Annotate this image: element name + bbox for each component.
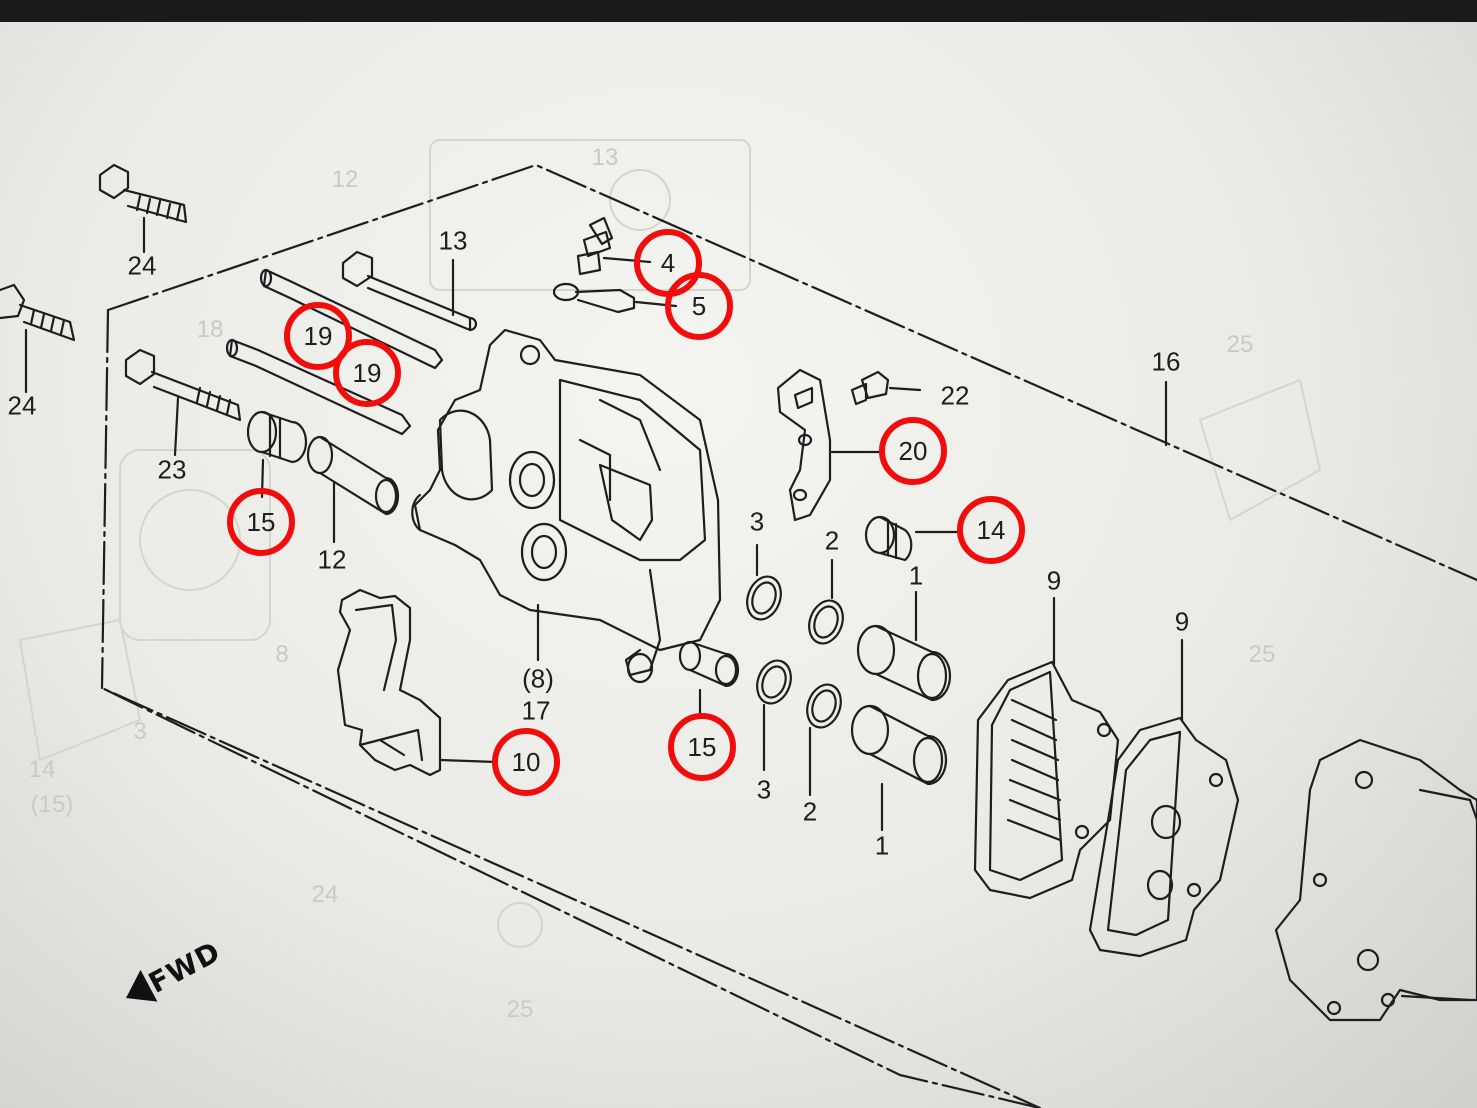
part-label-3-upper: 3 <box>749 506 765 537</box>
ghost-label: 8 <box>275 641 289 668</box>
part-label-2-lower: 2 <box>802 796 818 827</box>
bolt-23-icon <box>124 348 242 457</box>
highlighted-part-19-lower: 19 <box>333 339 401 407</box>
highlighted-part-15-center: 15 <box>668 713 736 781</box>
highlighted-part-10: 10 <box>492 728 560 796</box>
ghost-label: (15) <box>30 791 74 818</box>
ghost-label: 12 <box>331 166 359 193</box>
highlighted-part-19-upper: 19 <box>284 302 352 370</box>
part-label-16: 16 <box>1151 346 1181 377</box>
pin-19-lower-icon <box>225 338 412 436</box>
highlighted-part-20: 20 <box>879 417 947 485</box>
part-label-1-lower: 1 <box>874 830 890 861</box>
ghost-label: 13 <box>591 144 619 171</box>
assembly-boundary <box>100 163 1477 1108</box>
part-label-13: 13 <box>438 225 468 256</box>
ghost-label: 25 <box>1248 641 1276 668</box>
highlighted-part-5: 5 <box>665 272 733 340</box>
boot-15-center-icon <box>678 640 740 718</box>
caliper-bracket-icon <box>1274 738 1477 1022</box>
part-label-22: 22 <box>940 380 970 411</box>
ghost-label: 3 <box>133 718 147 745</box>
bolt-24-lower-icon <box>0 283 76 394</box>
ghost-label: 14 <box>28 756 56 783</box>
plug-14-icon <box>864 515 964 562</box>
dust-seal-3-icons <box>746 543 792 772</box>
ghost-label: 25 <box>506 996 534 1023</box>
bolt-24-upper-icon <box>98 163 188 254</box>
page-top-shadow <box>0 0 1477 22</box>
pad-shim-plate-20-icon <box>776 368 884 522</box>
highlighted-part-15-left: 15 <box>227 488 295 556</box>
part-label-8: (8) <box>522 663 554 694</box>
sleeve-12-icon <box>306 435 400 544</box>
part-label-9-front: 9 <box>1046 565 1062 596</box>
part-label-23: 23 <box>157 454 187 485</box>
ghost-label: 18 <box>196 316 224 343</box>
part-label-24-upper: 24 <box>127 250 157 281</box>
part-label-17: 17 <box>521 695 551 726</box>
piston-seal-2-icons <box>806 558 844 797</box>
assembly-boundary-left <box>100 308 110 690</box>
part-label-2-upper: 2 <box>824 525 840 556</box>
pad-spring-10-icon <box>336 588 498 777</box>
brake-pad-9-rear-icon <box>1088 638 1240 958</box>
part-label-9-rear: 9 <box>1174 606 1190 637</box>
caliper-body-icon <box>411 328 722 684</box>
screw-22-icon <box>850 370 922 406</box>
part-label-12: 12 <box>317 544 347 575</box>
pistons-1-icons <box>850 590 952 832</box>
pin-19-upper-icon <box>259 268 444 370</box>
brake-pad-9-front-icon <box>973 596 1120 900</box>
ghost-label: 25 <box>1226 331 1254 358</box>
part-label-24-lower: 24 <box>7 390 37 421</box>
highlighted-part-14: 14 <box>957 496 1025 564</box>
part-label-3-lower: 3 <box>756 774 772 805</box>
bolt-13-icon <box>341 250 478 332</box>
part-label-1-upper: 1 <box>908 560 924 591</box>
ghost-label: 24 <box>311 881 339 908</box>
boot-15-left-icon <box>246 410 308 499</box>
